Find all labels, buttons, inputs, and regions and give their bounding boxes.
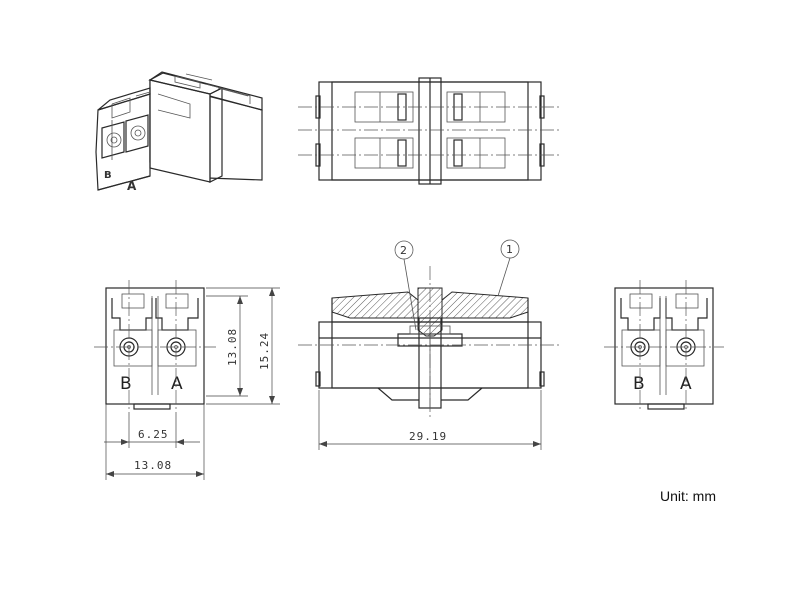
callout-2: 2 (400, 244, 407, 257)
dim-front-height-inner: 13.08 (226, 328, 239, 366)
front-view-dimensions: 13.08 15.24 6.25 13.08 (104, 287, 280, 480)
dim-port-pitch: 6.25 (138, 428, 169, 441)
dim-front-height-outer: 15.24 (258, 332, 271, 370)
iso-port-label-b: B (104, 170, 112, 181)
front-right-port-label-b: B (633, 374, 645, 394)
front-right-port-label-a: A (680, 374, 692, 394)
side-section-view: 2 1 29.19 (298, 239, 562, 450)
iso-port-label-a: A (127, 179, 137, 193)
dim-side-length: 29.19 (409, 430, 447, 443)
front-view-left: B A (94, 280, 216, 412)
unit-label: Unit: mm (660, 488, 716, 504)
front-left-port-label-b: B (120, 374, 132, 394)
top-view (298, 77, 562, 185)
front-left-port-label-a: A (171, 374, 183, 394)
front-view-right: B A (604, 280, 724, 412)
callout-1: 1 (506, 243, 513, 256)
dim-front-width: 13.08 (134, 459, 172, 472)
isometric-view: B A (95, 71, 263, 193)
